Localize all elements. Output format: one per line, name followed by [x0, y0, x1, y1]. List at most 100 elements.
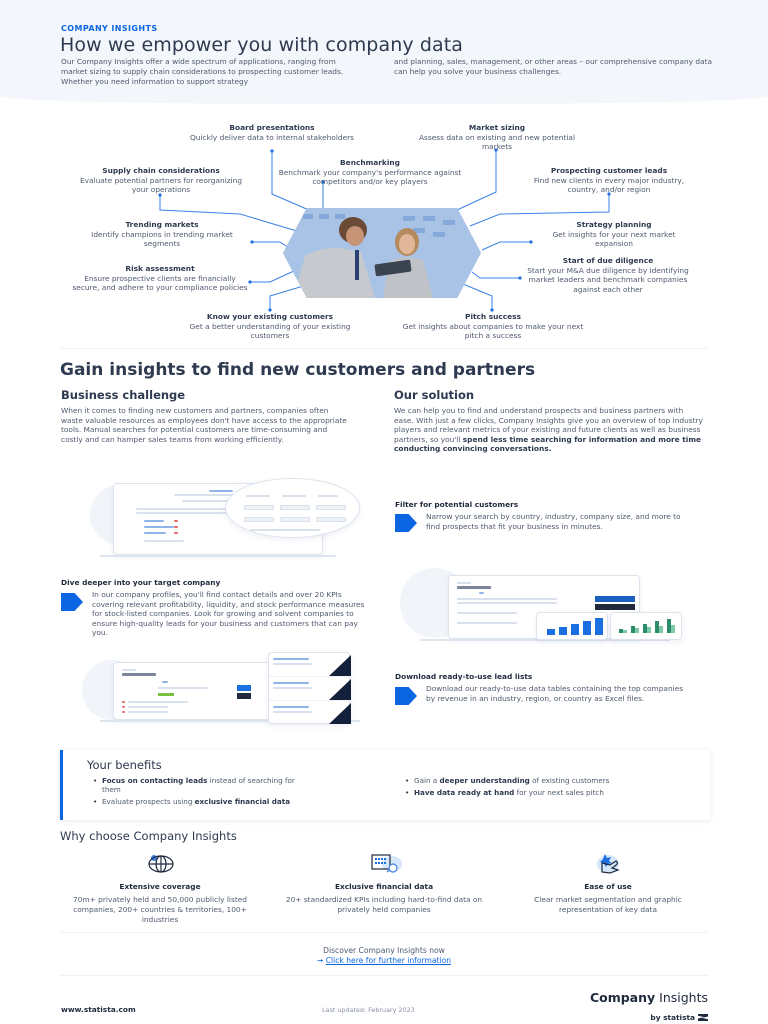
cta-link-row: ➞ Click here for further information	[0, 956, 768, 966]
mock-line	[144, 540, 184, 542]
feature-text-dive-deeper: In our company profiles, you'll find con…	[92, 590, 365, 638]
grouped-bar-chart	[619, 617, 679, 633]
business-people-photo	[283, 208, 481, 298]
further-information-link[interactable]: Click here for further information	[325, 956, 452, 965]
cover-graphic	[329, 655, 351, 676]
benefits-list-left: Focus on contacting leads instead of sea…	[93, 776, 303, 810]
benefits-list-right: Gain a deeper understanding of existing …	[405, 776, 645, 800]
mock-line	[122, 673, 156, 676]
use-case-strategy-planning: Strategy planning Get insights for your …	[534, 220, 694, 249]
hero-section	[0, 0, 768, 104]
mock-line	[273, 663, 313, 665]
benefit-bold: Have data ready at hand	[414, 788, 515, 798]
mock-line	[479, 592, 484, 594]
bar	[571, 624, 579, 635]
benefit-item: Evaluate prospects using exclusive finan…	[93, 797, 303, 806]
use-case-text: Get insights for your next market expans…	[552, 229, 676, 249]
bar	[583, 621, 591, 635]
by-statista-text: by statista	[650, 1013, 695, 1022]
feature-title-download: Download ready-to-use lead lists	[395, 672, 533, 681]
mock-select	[280, 505, 310, 510]
mock-line	[250, 529, 320, 531]
cover-graphic	[329, 703, 351, 724]
divider	[60, 348, 708, 349]
mock-line	[182, 500, 232, 502]
mock-line	[273, 706, 309, 708]
building-search-icon	[371, 854, 402, 873]
section-title-gain-insights: Gain insights to find new customers and …	[60, 360, 536, 380]
laptop-base	[100, 555, 336, 557]
solution-text-bold: spend less time searching for informatio…	[394, 434, 702, 454]
why-financial-text: 20+ standardized KPIs including hard-to-…	[285, 895, 483, 914]
use-case-existing-customers: Know your existing customers Get a bette…	[180, 312, 360, 341]
mock-line	[174, 532, 178, 534]
bar	[667, 619, 671, 633]
by-statista: by statista	[650, 1013, 708, 1022]
benefits-title: Your benefits	[87, 758, 162, 772]
use-case-text: Identify champions in trending market se…	[91, 229, 233, 249]
mock-line	[457, 612, 517, 614]
mock-select	[244, 505, 274, 510]
use-case-board-presentations: Board presentations Quickly deliver data…	[182, 123, 362, 142]
use-case-text: Benchmark your company's performance aga…	[278, 167, 462, 187]
benefit-text: of existing customers	[529, 776, 610, 785]
mock-button	[595, 604, 635, 610]
brand-light: Insights	[655, 990, 708, 1005]
bar	[619, 629, 623, 633]
benefit-bold: deeper understanding	[439, 776, 530, 785]
why-column-ease: Ease of use Clear market segmentation an…	[508, 852, 708, 915]
mock-badge	[158, 693, 174, 696]
use-case-title: Market sizing	[468, 123, 526, 132]
use-case-text: Assess data on existing and new potentia…	[418, 132, 576, 152]
mock-line	[174, 520, 178, 522]
mock-line	[457, 598, 557, 600]
use-case-text: Quickly deliver data to internal stakeho…	[189, 132, 355, 142]
why-column-financial: Exclusive financial data 20+ standardize…	[284, 852, 484, 915]
use-case-title: Risk assessment	[125, 264, 195, 273]
our-solution-text: We can help you to find and understand p…	[394, 406, 704, 454]
intro-text-left: Our Company Insights offer a wide spectr…	[61, 57, 344, 86]
mock-line	[282, 495, 306, 497]
use-case-risk-assessment: Risk assessment Ensure prospective clien…	[70, 264, 250, 293]
mock-select	[244, 517, 274, 522]
benefit-text: instead of searching for them	[102, 776, 295, 795]
benefit-text: for your next sales pitch	[514, 788, 604, 798]
lead-list-mock	[113, 662, 273, 720]
photo-illustration	[283, 208, 481, 298]
benefit-text: Evaluate prospects using	[102, 797, 195, 807]
benefits-card: Your benefits Focus on contacting leads …	[60, 750, 710, 820]
mock-line	[209, 490, 233, 492]
bar	[631, 626, 635, 633]
bar	[647, 627, 651, 633]
benefit-bold: Focus on contacting leads	[102, 776, 208, 785]
use-case-title: Know your existing customers	[206, 312, 334, 321]
benefit-item: Focus on contacting leads instead of sea…	[93, 776, 303, 794]
arrow-right-icon: ➞	[316, 956, 324, 965]
use-case-text: Find new clients in every major industry…	[533, 175, 685, 195]
chevron-marker-icon	[61, 593, 83, 611]
use-case-text: Get a better understanding of your exist…	[189, 321, 351, 341]
feature-title-filter: Filter for potential customers	[395, 500, 519, 509]
mock-line	[457, 602, 557, 604]
why-coverage-text: 70m+ privately held and 50,000 publicly …	[73, 895, 247, 924]
mock-line	[128, 701, 188, 703]
mock-select	[316, 505, 346, 510]
mock-line	[128, 706, 168, 708]
brand-bold: Company	[589, 990, 656, 1005]
brand-name: Company Insights	[590, 990, 708, 1005]
divider	[60, 932, 708, 933]
statista-url[interactable]: www.statista.com	[61, 1005, 136, 1014]
benefit-bold: exclusive financial data	[194, 797, 291, 807]
mock-line	[162, 681, 168, 683]
mock-line	[122, 711, 125, 713]
bar-chart	[547, 617, 607, 635]
eyebrow-label: COMPANY INSIGHTS	[61, 24, 158, 33]
use-case-pitch-success: Pitch success Get insights about compani…	[400, 312, 586, 341]
use-case-market-sizing: Market sizing Assess data on existing an…	[412, 123, 582, 152]
why-financial-title: Exclusive financial data	[334, 882, 434, 891]
mock-line	[457, 582, 471, 584]
use-case-title: Pitch success	[465, 312, 521, 321]
page-title: How we empower you with company data	[60, 34, 464, 56]
mock-line	[246, 495, 270, 497]
mock-line	[144, 520, 164, 522]
